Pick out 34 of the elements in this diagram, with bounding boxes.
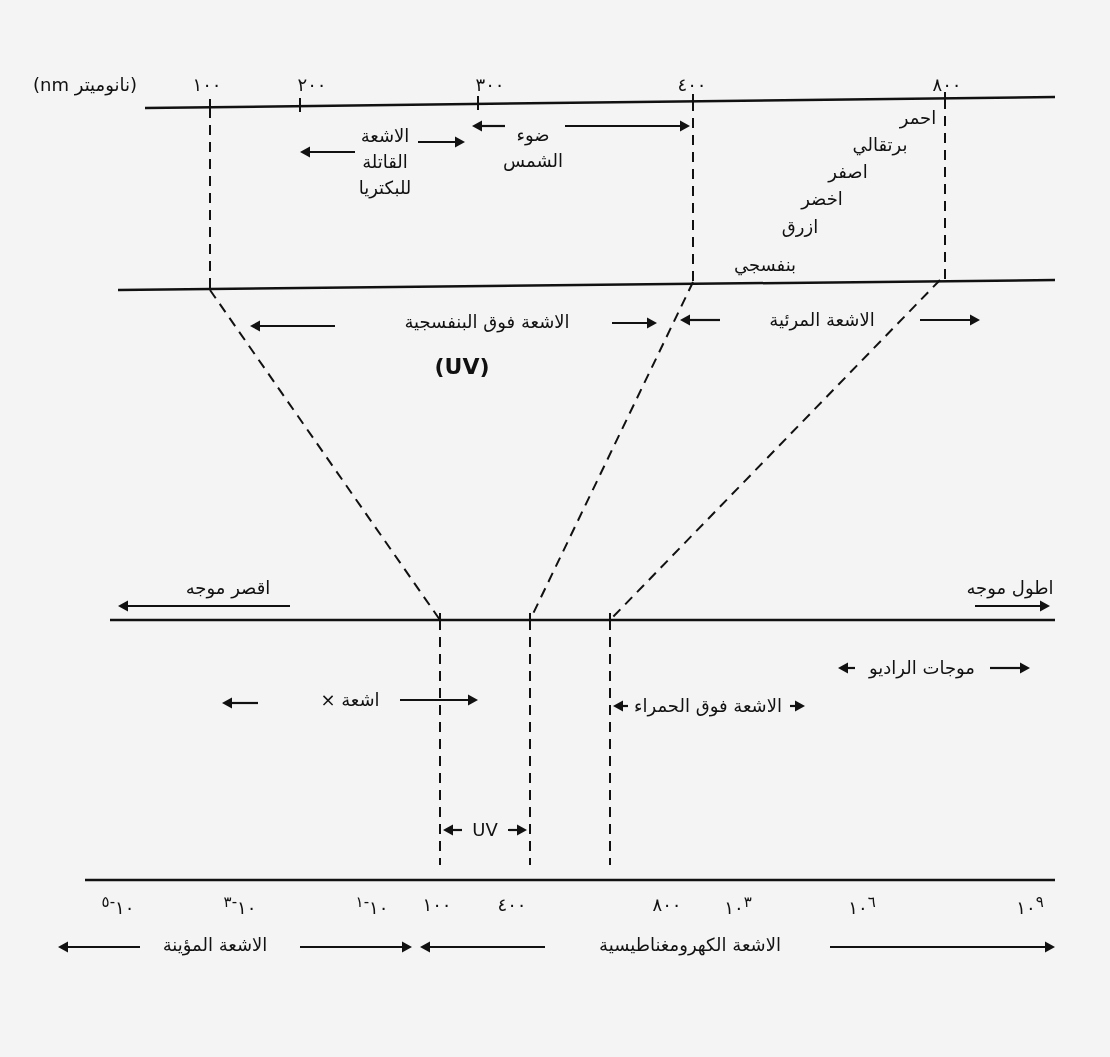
- range-label: الاشعة القاتلة للبكتريا: [357, 124, 413, 201]
- range-label: الاشعة الكهرومغناطيسية: [599, 933, 781, 958]
- tick-label: ٨٠٠: [932, 73, 962, 97]
- tick-label: ١٠$^{٦}$: [848, 892, 876, 920]
- tick-label: ٣٠٠: [475, 73, 505, 97]
- tick-label: ١٠$^{٣}$: [724, 892, 752, 920]
- tick-label: ٤٠٠: [677, 73, 707, 97]
- tick-label: ١٠$^{٩}$: [1016, 892, 1044, 920]
- range-label: الاشعة فوق البنفسجية: [404, 310, 570, 335]
- color-name: اصفر: [828, 160, 868, 185]
- tick-label: ١٠٠: [192, 73, 222, 97]
- tick-label: ١٠٠: [422, 893, 452, 917]
- tick-label: ٢٠٠: [297, 73, 327, 97]
- range-label: UV: [472, 818, 498, 842]
- tick-label: ٤٠٠: [497, 893, 527, 917]
- tick-label: ١٠$^{-٣}$: [223, 892, 257, 920]
- range-label: ضوء الشمس: [502, 123, 564, 173]
- color-name: احمر: [899, 106, 937, 131]
- color-name: برتقالي: [852, 133, 908, 158]
- tick-label: ١٠$^{-٥}$: [101, 892, 135, 920]
- unit-label: (نانوميتر nm): [33, 73, 137, 98]
- tick-label: ١٠$^{-١}$: [355, 892, 389, 920]
- direction-label: اقصر موجه: [185, 576, 271, 601]
- direction-label: اطول موجه: [966, 576, 1054, 601]
- color-name: ازرق: [781, 215, 819, 239]
- range-label: الاشعة فوق الحمراء: [634, 694, 782, 719]
- range-label: (UV): [434, 354, 490, 380]
- color-name: اخضر: [801, 187, 843, 212]
- range-label: الاشعة المؤينة: [162, 933, 268, 958]
- range-label: اشعة ×: [320, 688, 380, 712]
- color-name: بنفسجي: [733, 253, 797, 278]
- range-label: الاشعة المرئية: [769, 308, 875, 333]
- range-label: موجات الراديو: [869, 656, 975, 681]
- tick-label: ٨٠٠: [652, 893, 682, 917]
